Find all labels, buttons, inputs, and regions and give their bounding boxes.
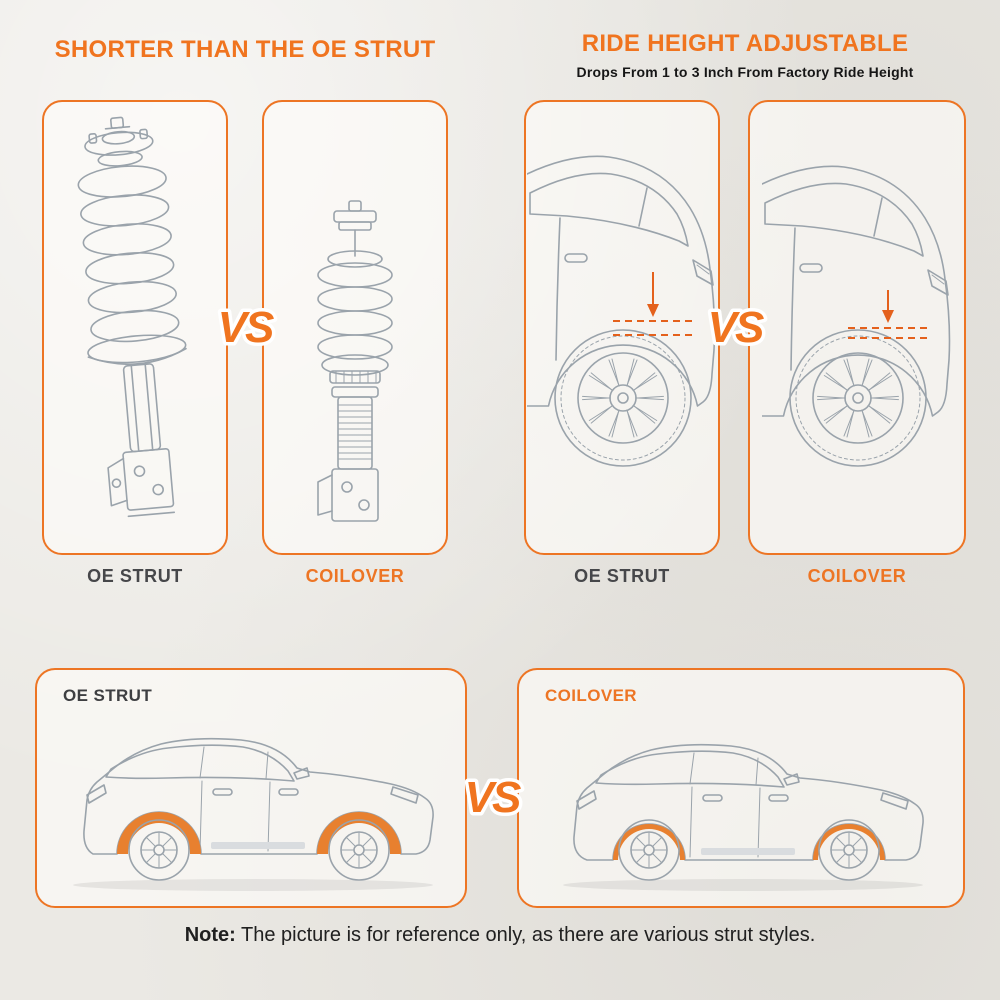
caption-coilover: COILOVER	[807, 566, 907, 586]
vs-text: VS	[465, 773, 521, 822]
drop-height-indicator	[613, 271, 693, 336]
front-arch-highlight	[317, 812, 401, 854]
front-wheel	[818, 819, 880, 881]
drop-height-indicator	[848, 289, 928, 339]
car-body	[83, 737, 434, 855]
vs-badge: VS	[214, 300, 279, 356]
caption-coilover: COILOVER	[305, 566, 405, 586]
ride-height-title-block: RIDE HEIGHT ADJUSTABLE Drops From 1 to 3…	[524, 30, 966, 80]
wheel	[554, 328, 692, 467]
coilover-body	[317, 199, 393, 522]
caption-oe-strut: OE STRUT	[574, 566, 670, 586]
note-prefix: Note:	[184, 924, 236, 946]
car-body-lowered	[573, 743, 924, 861]
suv-rear-quarter-coilover-illustration	[762, 165, 951, 467]
ride-height-subtitle: Drops From 1 to 3 Inch From Factory Ride…	[576, 64, 914, 80]
vs-text: VS	[218, 303, 274, 352]
suv-rear-quarter-oe-illustration	[527, 155, 716, 467]
front-wheel	[328, 819, 390, 881]
vs-badge: VS	[704, 300, 769, 356]
rear-wheel	[618, 819, 680, 881]
panel-coilover-stance: COILOVER	[517, 668, 965, 908]
rear-arch-highlight	[613, 824, 685, 860]
panel-oe-ride-height	[524, 100, 720, 555]
reference-note: Note: The picture is for reference only,…	[0, 924, 1000, 947]
vs-text: VS	[708, 303, 764, 352]
panel-oe-strut	[42, 100, 228, 555]
rear-wheel	[128, 819, 190, 881]
car-body-outline-lowered	[762, 165, 951, 417]
suv-side-oe-illustration	[73, 737, 434, 891]
oe-strut-illustration	[77, 116, 187, 517]
suv-side-coilover-illustration	[563, 743, 924, 891]
shorter-section-title: SHORTER THAN THE OE STRUT	[54, 36, 436, 63]
panel-coilover-ride-height	[748, 100, 966, 555]
note-body: The picture is for reference only, as th…	[235, 924, 816, 946]
stance-label-coilover: COILOVER	[545, 686, 637, 705]
front-arch-highlight	[813, 824, 885, 860]
panel-oe-stance: OE STRUT	[35, 668, 467, 908]
rear-arch-highlight	[117, 812, 201, 854]
coilover-illustration	[317, 199, 393, 522]
oe-strut-body	[77, 116, 187, 517]
ride-height-section-title: RIDE HEIGHT ADJUSTABLE	[581, 30, 909, 57]
wheel	[789, 328, 927, 467]
car-body-outline	[527, 155, 716, 407]
panel-coilover	[262, 100, 448, 555]
caption-oe-strut: OE STRUT	[87, 566, 183, 586]
vs-badge: VS	[461, 770, 526, 826]
stance-label-oe: OE STRUT	[63, 686, 153, 705]
